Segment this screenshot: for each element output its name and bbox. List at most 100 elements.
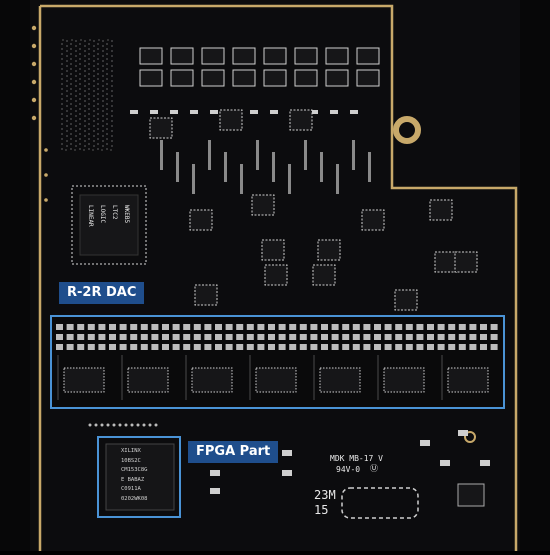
ic-package (194, 284, 218, 306)
passive-pad (190, 110, 198, 114)
smd-component (356, 47, 380, 65)
resistor-pad (384, 344, 392, 350)
qfp-line-1: LINEAR (87, 205, 94, 227)
resistor-pad (204, 344, 212, 350)
resistor-pad (458, 344, 466, 350)
resistor-pad (278, 344, 286, 350)
passive-pad (420, 440, 430, 446)
resistor-pad (427, 344, 434, 350)
dac-ic (255, 367, 297, 393)
via (112, 423, 116, 427)
resistor-pad (363, 324, 371, 330)
resistor-pad (427, 334, 434, 340)
resistor-pad (490, 324, 498, 330)
resistor-pad (109, 344, 116, 350)
edge-via (31, 61, 37, 67)
fpga-body (105, 443, 175, 511)
smd-component (170, 69, 194, 87)
smd-component (325, 47, 349, 65)
dac-label: R-2R DAC (59, 282, 145, 304)
passive-pad (480, 460, 490, 466)
ic-package (261, 239, 285, 261)
ic-package (361, 209, 385, 231)
resistor-pad (172, 344, 180, 350)
passive-pad (240, 164, 243, 194)
smd-component (201, 47, 225, 65)
resistor-pad (384, 324, 392, 330)
fpga-line-3: CM153C8G (121, 467, 148, 473)
passive-pad (282, 450, 292, 456)
resistor-column (106, 39, 113, 151)
resistor-pad (321, 344, 328, 350)
fpga-line-5: C0911A (121, 486, 141, 492)
passive-pad (336, 164, 339, 194)
resistor-pad (172, 324, 180, 330)
flammability-silkscreen: 94V-0 (336, 465, 361, 474)
smd-component (356, 69, 380, 87)
resistor-pad (331, 334, 339, 340)
via (148, 423, 152, 427)
smd-component (294, 47, 318, 65)
edge-via (31, 97, 37, 103)
bottom-right-component (457, 483, 485, 507)
bottom-smd-parts (88, 423, 490, 494)
resistor-pad (405, 324, 413, 330)
passive-pad (270, 110, 278, 114)
resistor-pad (204, 334, 212, 340)
resistor-pad (448, 344, 456, 350)
fpga-line-1: XILINX (121, 448, 141, 454)
edge-via (31, 25, 37, 31)
resistor-pad (236, 344, 244, 350)
passive-pad (210, 470, 220, 476)
edge-via (44, 198, 48, 202)
resistor-pad (289, 344, 297, 350)
resistor-pad (98, 334, 106, 340)
passive-pad (352, 140, 355, 170)
resistor-pad (480, 324, 487, 330)
ic-package (434, 251, 458, 273)
smd-component (263, 47, 287, 65)
ic-package (251, 194, 275, 216)
resistor-pad (140, 324, 148, 330)
via (136, 423, 140, 427)
resistor-pad (246, 344, 254, 350)
ic-package (429, 199, 453, 221)
resistor-pad (77, 324, 85, 330)
resistor-pad (437, 334, 445, 340)
resistor-pad (299, 344, 307, 350)
resistor-pad (374, 334, 381, 340)
resistor-pad (109, 334, 116, 340)
dac-highlight-box (50, 315, 505, 409)
resistor-pad (151, 344, 159, 350)
passive-pad (330, 110, 338, 114)
resistor-pad (98, 344, 106, 350)
resistor-pad (87, 344, 95, 350)
resistor-pad (490, 344, 498, 350)
fpga-line-2: 10BS2C (121, 457, 141, 464)
resistor-pad (130, 324, 138, 330)
resistor-pad (331, 344, 339, 350)
passive-pad (170, 110, 178, 114)
ul-mark: Ⓤ (370, 464, 378, 473)
resistor-pad (257, 344, 265, 350)
resistor-pad (225, 324, 233, 330)
resistor-pad (162, 324, 169, 330)
via (88, 423, 92, 427)
ic-package (289, 109, 313, 131)
smd-component (139, 69, 163, 87)
smd-component (325, 69, 349, 87)
resistor-pad (469, 334, 477, 340)
qfp-line-4: WKEB5 (123, 205, 130, 224)
resistor-pad (56, 334, 63, 340)
resistor-pad (342, 334, 350, 340)
passive-pad (160, 140, 163, 170)
passive-pad (272, 152, 275, 182)
edge-via (31, 115, 37, 121)
edge-via (31, 43, 37, 49)
resistor-column (61, 39, 68, 151)
passive-pad (440, 460, 450, 466)
resistor-pad (151, 324, 159, 330)
resistor-pad (405, 344, 413, 350)
passive-pad (256, 140, 259, 170)
